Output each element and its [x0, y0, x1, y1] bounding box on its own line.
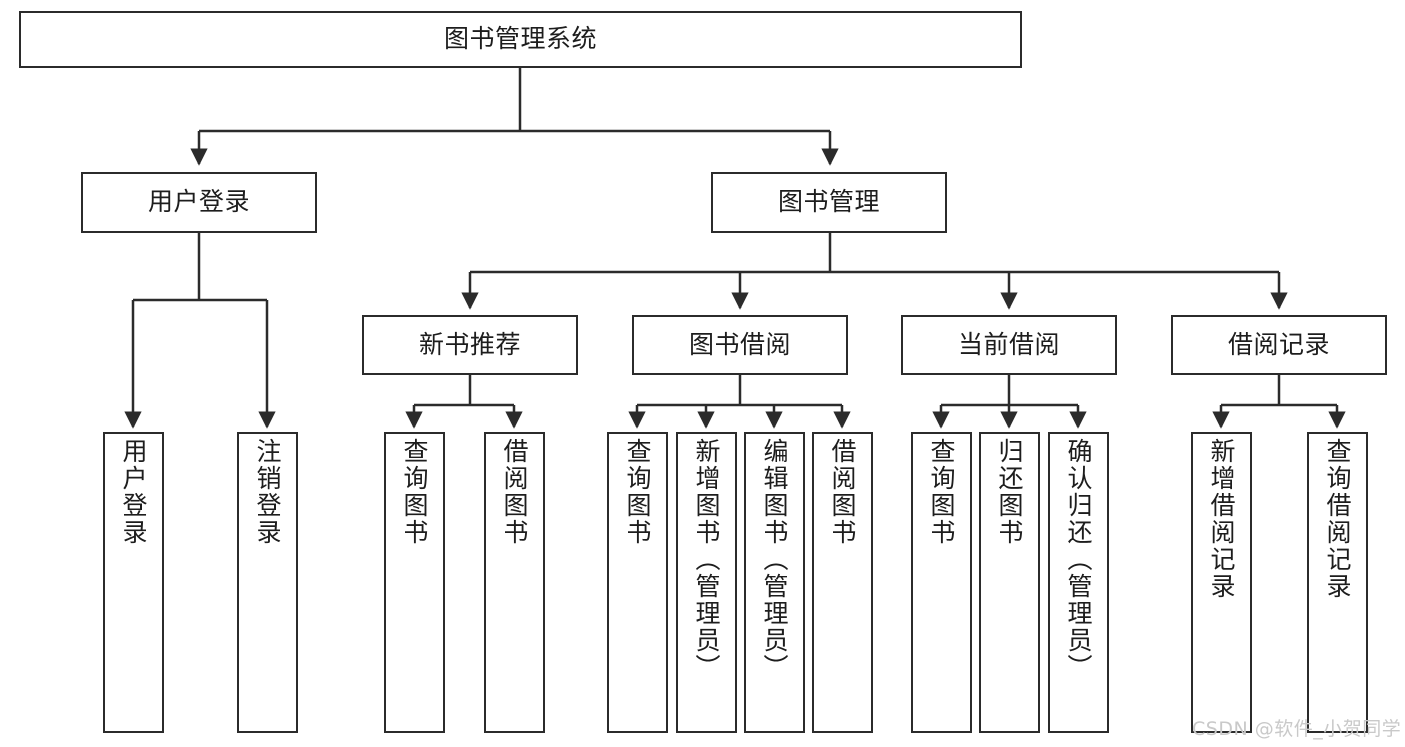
leaf-user-login[interactable]: 用户登录 — [103, 432, 164, 733]
node-label: 图书管理系统 — [443, 24, 597, 54]
node-label: 新书推荐 — [418, 329, 521, 359]
node-label: 查询图书 — [623, 438, 652, 546]
node-label: 图书借阅 — [688, 329, 791, 359]
leaf-borrow-query-book[interactable]: 查询图书 — [607, 432, 668, 733]
leaf-borrow-edit-book-admin[interactable]: 编辑图书（管理员） — [744, 432, 805, 733]
node-label: 归还图书 — [995, 438, 1024, 546]
node-borrow-record[interactable]: 借阅记录 — [1171, 315, 1387, 375]
node-label: 编辑图书（管理员） — [760, 438, 789, 681]
node-label: 借阅图书 — [828, 438, 857, 546]
node-label: 借阅记录 — [1227, 329, 1330, 359]
node-user-login-branch[interactable]: 用户登录 — [81, 172, 317, 233]
leaf-borrow-add-book-admin[interactable]: 新增图书（管理员） — [676, 432, 737, 733]
node-label: 查询图书 — [927, 438, 956, 546]
node-label: 借阅图书 — [500, 438, 529, 546]
node-label: 查询借阅记录 — [1323, 438, 1352, 600]
node-book-borrow[interactable]: 图书借阅 — [632, 315, 848, 375]
node-new-book-recommend[interactable]: 新书推荐 — [362, 315, 578, 375]
leaf-record-query-record[interactable]: 查询借阅记录 — [1307, 432, 1368, 733]
leaf-current-confirm-return-admin[interactable]: 确认归还（管理员） — [1048, 432, 1109, 733]
node-root-system[interactable]: 图书管理系统 — [19, 11, 1022, 68]
leaf-user-logout[interactable]: 注销登录 — [237, 432, 298, 733]
leaf-current-return-book[interactable]: 归还图书 — [979, 432, 1040, 733]
leaf-current-query-book[interactable]: 查询图书 — [911, 432, 972, 733]
node-label: 新增图书（管理员） — [692, 438, 721, 681]
node-current-borrow[interactable]: 当前借阅 — [901, 315, 1117, 375]
leaf-record-add-record[interactable]: 新增借阅记录 — [1191, 432, 1252, 733]
watermark-text: CSDN @软件_小贺同学 — [1192, 718, 1402, 740]
leaf-recommend-borrow-book[interactable]: 借阅图书 — [484, 432, 545, 733]
node-label: 查询图书 — [400, 438, 429, 546]
leaf-borrow-borrow-book[interactable]: 借阅图书 — [812, 432, 873, 733]
node-label: 用户登录 — [119, 438, 148, 546]
node-label: 当前借阅 — [957, 329, 1060, 359]
leaf-recommend-query-book[interactable]: 查询图书 — [384, 432, 445, 733]
node-book-management-branch[interactable]: 图书管理 — [711, 172, 947, 233]
node-label: 注销登录 — [253, 438, 282, 546]
node-label: 图书管理 — [777, 187, 880, 217]
node-label: 确认归还（管理员） — [1064, 438, 1093, 681]
node-label: 新增借阅记录 — [1207, 438, 1236, 600]
node-label: 用户登录 — [147, 187, 250, 217]
